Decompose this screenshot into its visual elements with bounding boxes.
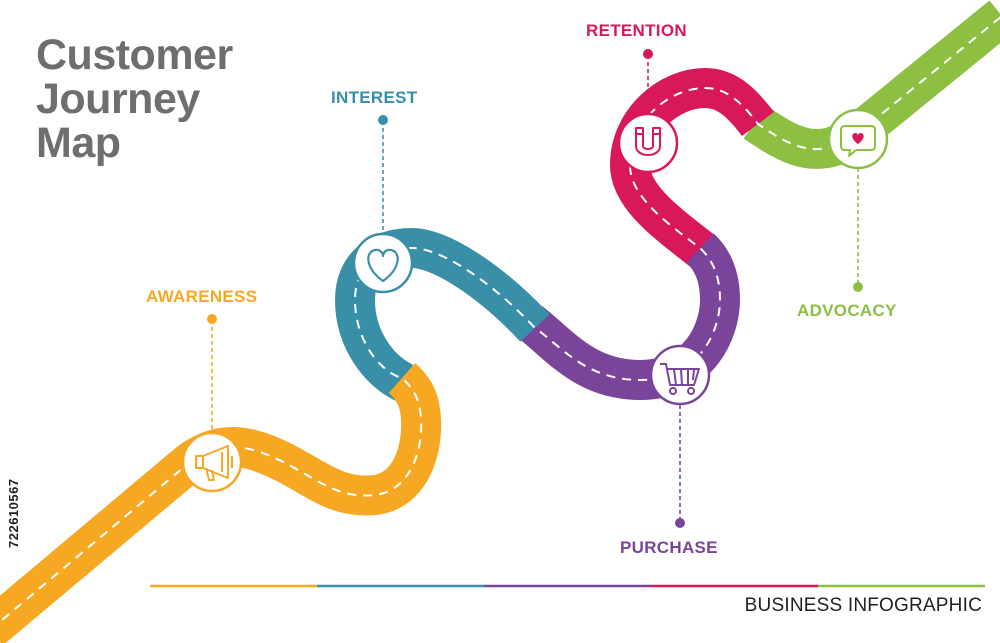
title-line-3: Map: [36, 119, 121, 167]
leader-lines: [211, 55, 859, 522]
footer-caption: BUSINESS INFOGRAPHIC: [744, 595, 982, 616]
stage-label-awareness: AWARENESS: [146, 287, 258, 306]
leader-dot-purchase: [675, 518, 685, 528]
leader-dot-retention: [643, 49, 653, 59]
stock-id-watermark: 722610567: [6, 478, 21, 548]
megaphone-icon: [181, 431, 243, 493]
leader-dot-awareness: [207, 314, 217, 324]
stage-label-purchase: PURCHASE: [620, 538, 718, 557]
magnet-icon: [617, 112, 679, 174]
title-line-2: Journey: [36, 75, 200, 123]
road-segment-awareness: [0, 362, 442, 643]
leader-dot-interest: [378, 115, 388, 125]
title-line-1: Customer: [36, 31, 233, 79]
stock-id-text: 722610567: [6, 478, 21, 548]
icon-circles: [181, 108, 889, 493]
heart-icon: [352, 232, 414, 294]
leader-dots: [207, 49, 863, 528]
shopping-cart-icon: [649, 344, 711, 406]
stage-label-advocacy: ADVOCACY: [797, 301, 897, 320]
speech-bubble-heart-icon: [827, 108, 889, 170]
leader-dot-advocacy: [853, 282, 863, 292]
stage-label-retention: RETENTION: [586, 21, 687, 40]
road-centerline: [0, 16, 1000, 623]
stage-label-interest: INTEREST: [331, 88, 418, 107]
